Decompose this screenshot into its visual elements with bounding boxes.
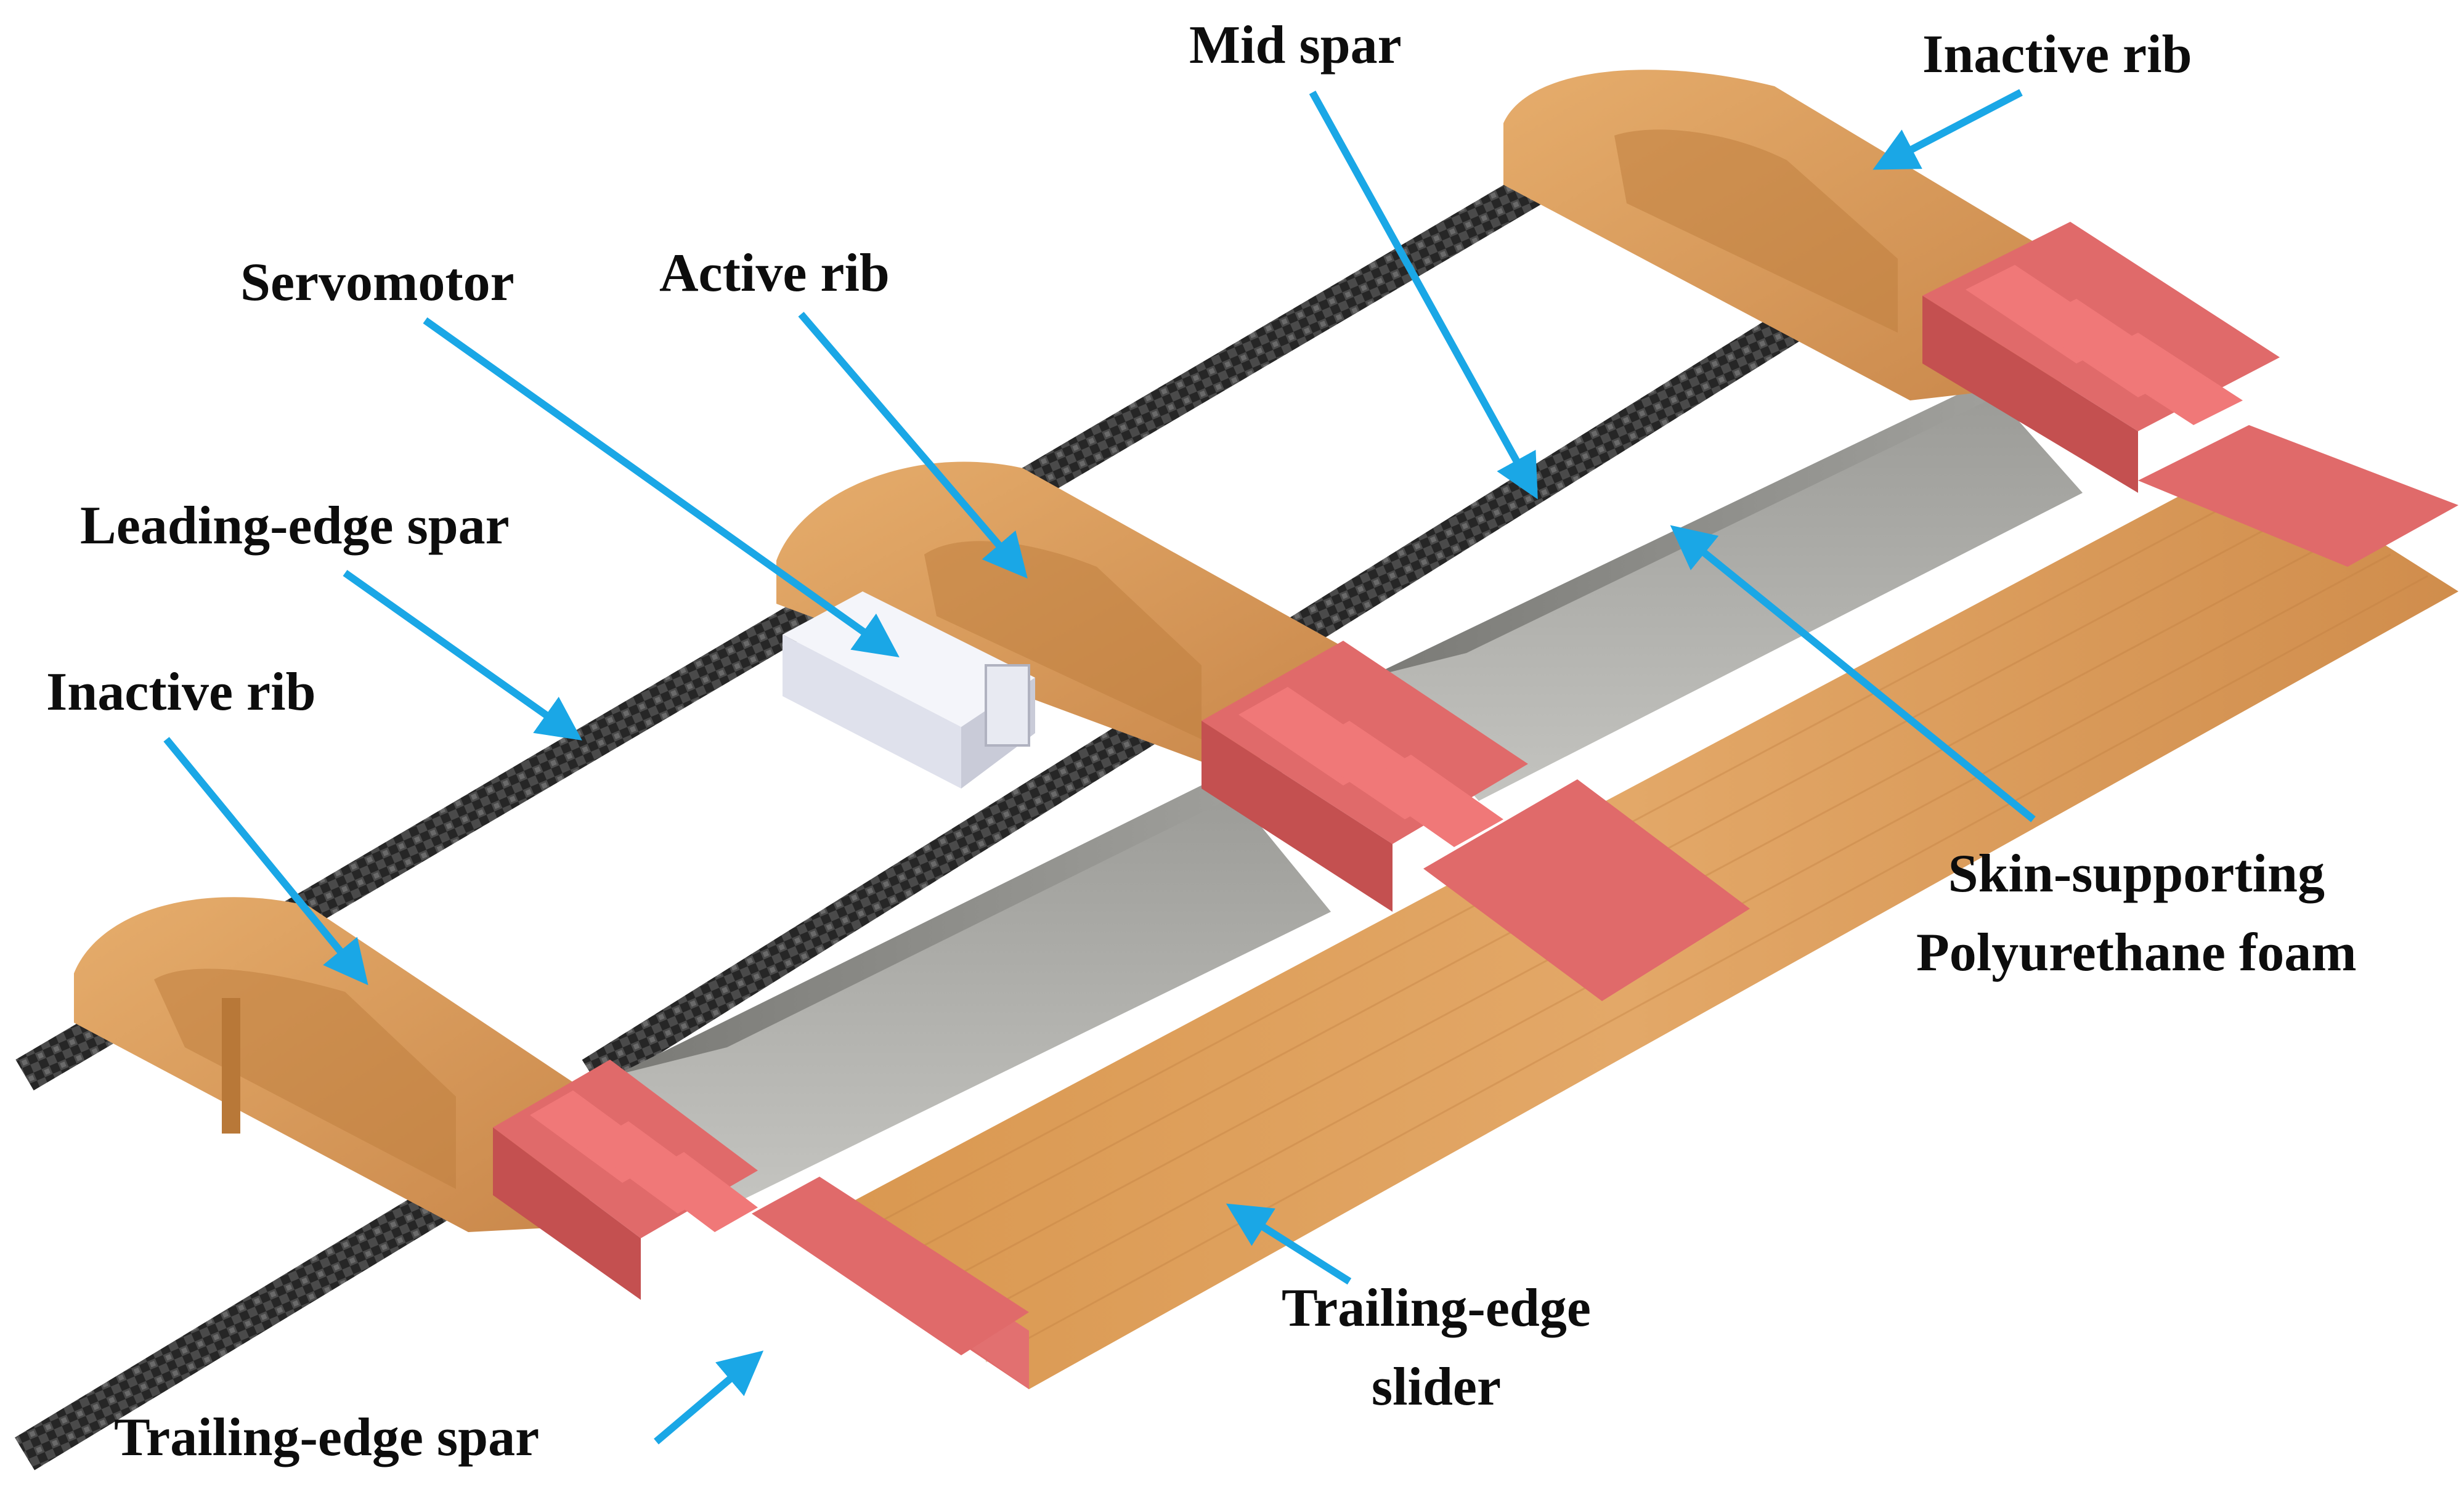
trailing-edge-slider-line1: Trailing-edge	[1282, 1278, 1591, 1338]
slider-arrow	[1226, 1203, 1352, 1285]
mid-spar-label: Mid spar	[1189, 15, 1402, 75]
servomotor-label: Servomotor	[240, 253, 514, 312]
trailing-edge-spar-segment	[14, 1154, 503, 1471]
servomotor-arrow	[423, 317, 900, 657]
trailing-edge-spar-label: Trailing-edge spar	[114, 1408, 540, 1467]
slider-mid-block	[1423, 779, 1750, 1001]
skin-supporting-foam-label: Skin-supporting Polyurethane foam	[1916, 835, 2357, 992]
mid-spar-arrow	[1309, 91, 1538, 500]
active-rib	[776, 461, 1343, 764]
trailing-edge-spar-arrow	[654, 1350, 764, 1445]
comb-left	[493, 1060, 1029, 1355]
callout-arrows	[163, 89, 2036, 1445]
trailing-edge-slider-label: Trailing-edge slider	[1282, 1269, 1591, 1427]
inactive-rib-left	[74, 897, 604, 1232]
inactive-rib-left-label: Inactive rib	[46, 662, 316, 722]
servomotor	[783, 591, 1035, 789]
inactive-rib-left-arrow	[163, 737, 368, 986]
leading-edge-spar-arrow	[343, 570, 582, 740]
polyurethane-foam-blocks	[616, 363, 2083, 1201]
skin-supporting-line2: Polyurethane foam	[1916, 923, 2357, 983]
comb-middle	[1202, 641, 1528, 912]
inactive-rib-top-arrow	[1872, 89, 2023, 170]
trailing-edge-slider-line2: slider	[1371, 1357, 1502, 1417]
skin-supporting-line1: Skin-supporting	[1948, 844, 2325, 904]
slider-far-block	[2138, 425, 2458, 567]
active-rib-arrow	[798, 312, 1028, 579]
inactive-rib-top-label: Inactive rib	[1922, 25, 2192, 84]
leading-edge-spar-label: Leading-edge spar	[80, 496, 510, 556]
comb-top	[1922, 222, 2280, 493]
active-rib-label: Active rib	[659, 243, 890, 303]
foam-arrow	[1670, 525, 2036, 822]
